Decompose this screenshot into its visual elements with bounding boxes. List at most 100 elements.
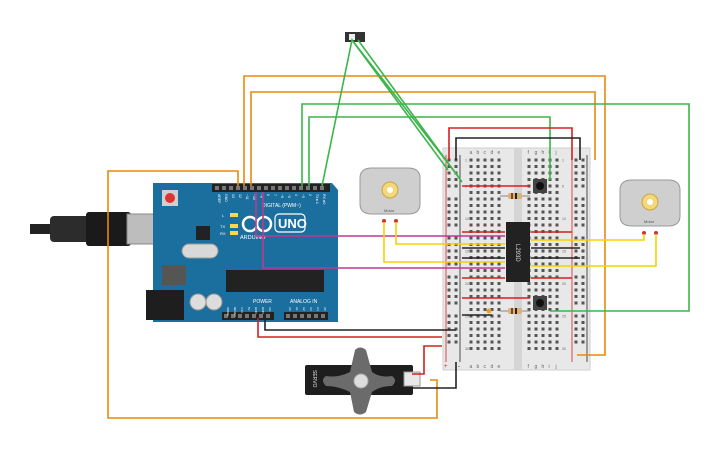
breadboard-hole[interactable] [541,288,545,292]
breadboard-hole[interactable] [497,191,501,194]
rail-hole[interactable] [447,295,451,298]
breadboard-hole[interactable] [497,347,501,350]
rail-hole[interactable] [454,301,458,305]
rail-hole[interactable] [447,275,451,279]
breadboard-hole[interactable] [469,321,473,324]
breadboard-hole[interactable] [497,217,501,220]
breadboard-hole[interactable] [497,340,501,344]
breadboard-hole[interactable] [534,243,538,246]
breadboard-hole[interactable] [534,282,538,285]
rail-hole[interactable] [454,197,458,201]
breadboard-hole[interactable] [490,210,494,214]
rail-hole[interactable] [581,158,585,162]
breadboard-hole[interactable] [527,210,531,214]
rail-hole[interactable] [581,275,585,279]
breadboard-hole[interactable] [541,197,545,201]
rail-hole[interactable] [581,217,585,220]
rail-hole[interactable] [447,321,451,324]
breadboard-hole[interactable] [548,282,552,285]
power-pin[interactable] [266,314,270,318]
rail-hole[interactable] [574,178,578,181]
breadboard-hole[interactable] [548,340,552,344]
rail-hole[interactable] [581,210,585,214]
breadboard-hole[interactable] [555,204,559,207]
breadboard-hole[interactable] [497,249,501,253]
breadboard-hole[interactable] [555,308,559,311]
breadboard-hole[interactable] [548,217,552,220]
arduino-pin[interactable] [306,186,310,190]
breadboard-hole[interactable] [469,314,473,318]
breadboard-hole[interactable] [483,275,487,279]
breadboard-hole[interactable] [483,171,487,175]
breadboard-hole[interactable] [555,327,559,331]
breadboard-hole[interactable] [534,321,538,324]
breadboard-hole[interactable] [534,236,538,240]
breadboard-hole[interactable] [476,178,480,181]
breadboard-hole[interactable] [483,191,487,194]
breadboard-hole[interactable] [476,236,480,240]
breadboard-hole[interactable] [483,314,487,318]
breadboard-hole[interactable] [469,249,473,253]
analog-pin[interactable] [321,314,325,318]
breadboard-hole[interactable] [555,158,559,162]
rail-hole[interactable] [574,158,578,162]
breadboard-hole[interactable] [534,288,538,292]
breadboard-hole[interactable] [555,217,559,220]
breadboard-hole[interactable] [541,347,545,350]
rail-hole[interactable] [581,236,585,240]
breadboard-hole[interactable] [476,197,480,201]
rail-hole[interactable] [581,295,585,298]
rail-hole[interactable] [581,334,585,337]
breadboard-hole[interactable] [548,210,552,214]
breadboard-hole[interactable] [527,340,531,344]
breadboard-hole[interactable] [469,308,473,311]
rail-hole[interactable] [574,340,578,344]
breadboard-hole[interactable] [548,301,552,305]
breadboard-hole[interactable] [476,301,480,305]
breadboard-hole[interactable] [476,217,480,220]
breadboard-hole[interactable] [469,327,473,331]
breadboard-hole[interactable] [497,327,501,331]
breadboard-hole[interactable] [490,249,494,253]
breadboard-hole[interactable] [476,282,480,285]
breadboard-hole[interactable] [527,295,531,298]
breadboard-hole[interactable] [534,210,538,214]
breadboard-hole[interactable] [527,178,531,181]
breadboard-hole[interactable] [527,171,531,175]
breadboard-hole[interactable] [490,165,494,168]
breadboard-hole[interactable] [483,262,487,266]
breadboard-hole[interactable] [534,327,538,331]
breadboard-hole[interactable] [555,334,559,337]
rail-hole[interactable] [574,288,578,292]
breadboard-hole[interactable] [476,269,480,272]
rail-hole[interactable] [581,197,585,201]
breadboard-hole[interactable] [548,347,552,350]
breadboard-hole[interactable] [527,327,531,331]
breadboard-hole[interactable] [483,236,487,240]
breadboard-hole[interactable] [490,334,494,337]
rail-hole[interactable] [454,256,458,259]
breadboard-hole[interactable] [548,295,552,298]
breadboard-hole[interactable] [555,171,559,175]
breadboard-hole[interactable] [490,288,494,292]
rail-hole[interactable] [447,210,451,214]
breadboard-hole[interactable] [555,295,559,298]
breadboard-hole[interactable] [527,204,531,207]
breadboard-hole[interactable] [483,327,487,331]
breadboard-hole[interactable] [483,210,487,214]
rail-hole[interactable] [447,184,451,188]
arduino-pin[interactable] [222,186,226,190]
rail-hole[interactable] [574,334,578,337]
breadboard-hole[interactable] [483,158,487,162]
breadboard-hole[interactable] [555,249,559,253]
breadboard-hole[interactable] [483,321,487,324]
rail-hole[interactable] [447,256,451,259]
breadboard-hole[interactable] [541,243,545,246]
breadboard-hole[interactable] [541,340,545,344]
breadboard-hole[interactable] [476,223,480,227]
breadboard-hole[interactable] [555,282,559,285]
breadboard-hole[interactable] [476,171,480,175]
rail-hole[interactable] [454,327,458,331]
rail-hole[interactable] [574,301,578,305]
rail-hole[interactable] [454,321,458,324]
